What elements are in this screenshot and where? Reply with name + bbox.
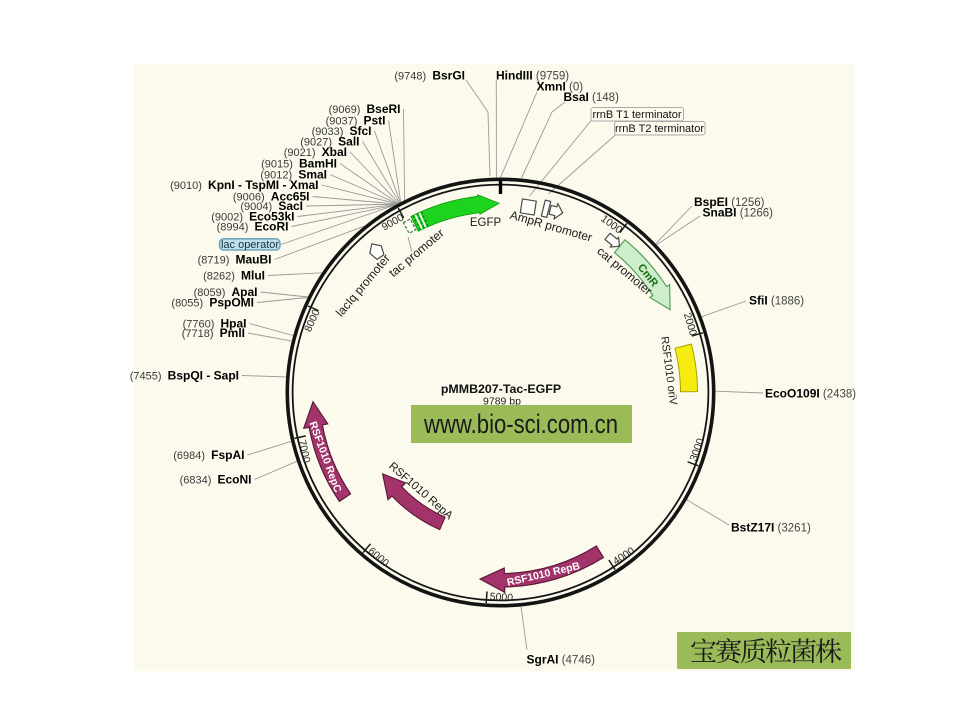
svg-text:(9004) SacI: (9004) SacI	[240, 199, 303, 213]
svg-text:(9006) Acc65I: (9006) Acc65I	[233, 190, 310, 204]
svg-text:(7760) HpaI: (7760) HpaI	[183, 317, 247, 331]
svg-text:(9021) XbaI: (9021) XbaI	[284, 145, 347, 159]
svg-text:(8994) EcoRI: (8994) EcoRI	[217, 220, 289, 234]
svg-text:(9037) PstI: (9037) PstI	[326, 114, 386, 128]
svg-text:(9010) KpnI - TspMI - XmaI: (9010) KpnI - TspMI - XmaI	[170, 178, 318, 192]
svg-text:(7455) BspQI - SapI: (7455) BspQI - SapI	[130, 369, 239, 383]
svg-text:www.bio-sci.com.cn: www.bio-sci.com.cn	[423, 409, 618, 439]
svg-text:9789 bp: 9789 bp	[483, 396, 521, 408]
svg-text:rrnB T2 terminator: rrnB T2 terminator	[615, 123, 704, 135]
svg-text:SnaBI (1266): SnaBI (1266)	[703, 206, 774, 220]
svg-text:(7718) PmlI: (7718) PmlI	[182, 326, 245, 340]
svg-text:(9012) SmaI: (9012) SmaI	[260, 168, 327, 182]
svg-text:HindIII (9759): HindIII (9759)	[496, 69, 569, 83]
svg-text:SgrAI (4746): SgrAI (4746)	[527, 653, 596, 667]
svg-text:5000: 5000	[489, 591, 513, 605]
svg-text:(6984) FspAI: (6984) FspAI	[173, 448, 244, 462]
svg-text:(9748) BsrGI: (9748) BsrGI	[394, 69, 465, 83]
svg-text:(9027) SalI: (9027) SalI	[300, 135, 359, 149]
svg-text:(9069) BseRI: (9069) BseRI	[329, 102, 401, 116]
svg-text:(8055) PspOMI: (8055) PspOMI	[171, 296, 254, 310]
svg-text:(9002) Eco53kI: (9002) Eco53kI	[211, 210, 294, 224]
svg-text:BspEI (1256): BspEI (1256)	[694, 195, 765, 209]
svg-text:rrnB T1 terminator: rrnB T1 terminator	[592, 109, 681, 121]
svg-text:BstZ17I (3261): BstZ17I (3261)	[731, 521, 811, 535]
svg-text:(8719) MauBI: (8719) MauBI	[198, 253, 272, 267]
svg-text:lac operator: lac operator	[221, 239, 279, 251]
svg-text:(9033) SfcI: (9033) SfcI	[312, 124, 372, 138]
svg-text:XmnI (0): XmnI (0)	[537, 80, 584, 94]
svg-text:(6834) EcoNI: (6834) EcoNI	[180, 473, 252, 487]
svg-text:pMMB207-Tac-EGFP: pMMB207-Tac-EGFP	[441, 382, 561, 396]
svg-text:(8059) ApaI: (8059) ApaI	[194, 285, 258, 299]
svg-text:SfiI (1886): SfiI (1886)	[749, 294, 804, 308]
svg-text:7000: 7000	[296, 439, 313, 465]
svg-text:EGFP: EGFP	[470, 217, 502, 229]
svg-text:(8262) MluI: (8262) MluI	[203, 269, 265, 283]
svg-text:(9015) BamHI: (9015) BamHI	[261, 157, 337, 171]
svg-text:BsaI (148): BsaI (148)	[564, 90, 620, 104]
svg-text:EcoO109I (2438): EcoO109I (2438)	[765, 387, 856, 401]
